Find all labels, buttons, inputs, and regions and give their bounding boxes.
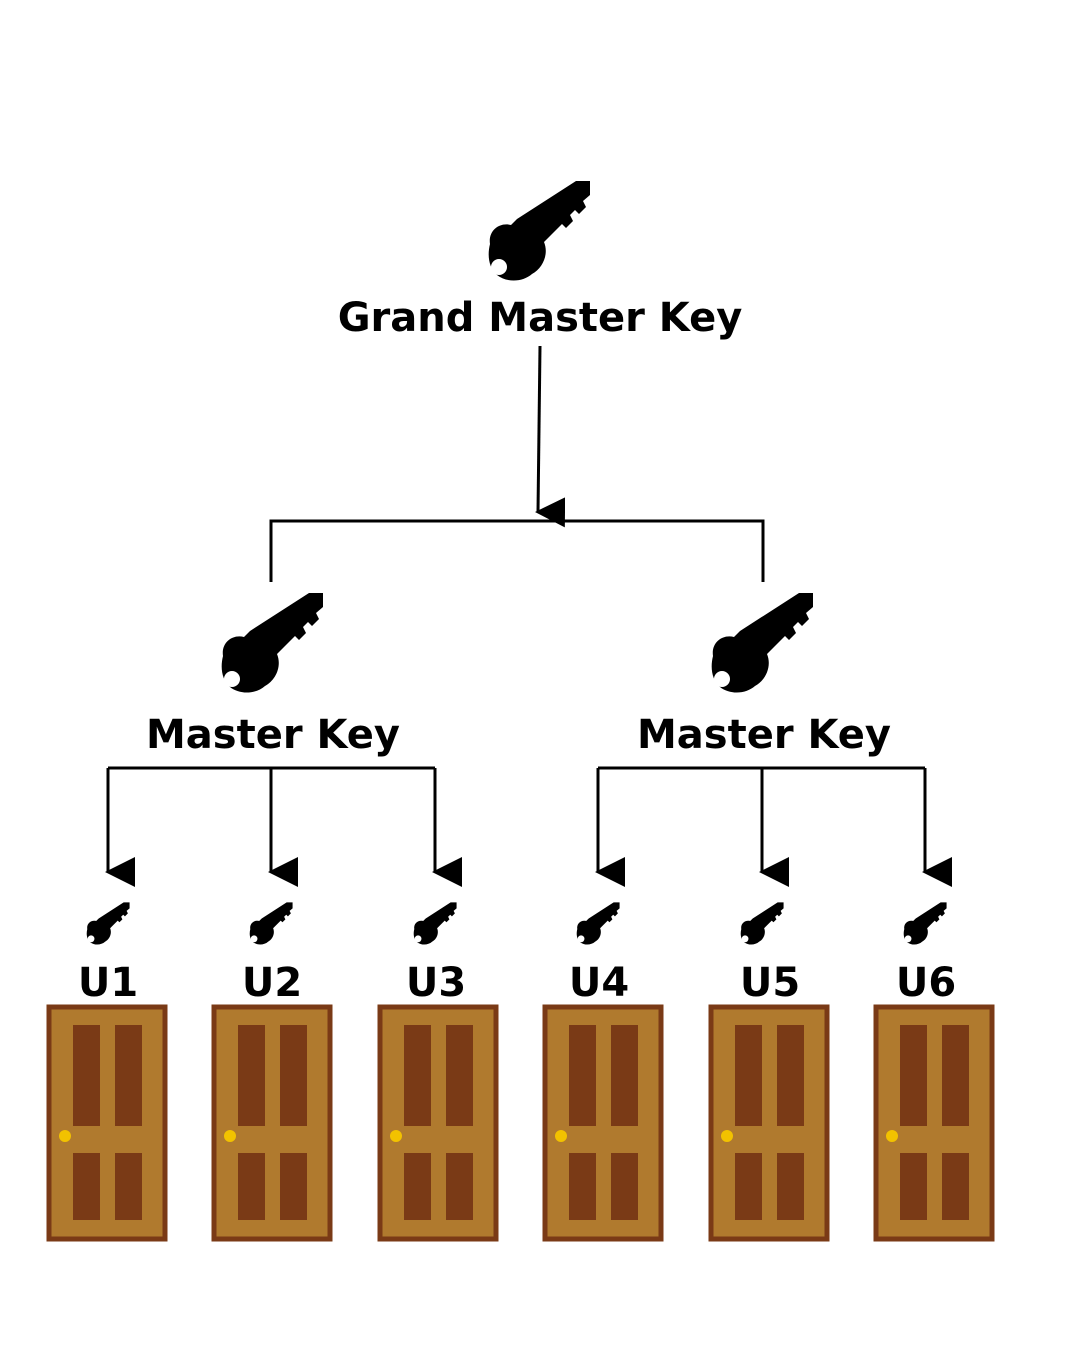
- master-group-2: Master Key: [637, 593, 891, 758]
- master-label-1: Master Key: [146, 712, 400, 758]
- unit-u3: U3: [377, 902, 499, 1242]
- unit-key-icon-u3: [413, 902, 457, 945]
- unit-key-icon-u5: [740, 902, 784, 945]
- master-key-icon-2: [711, 593, 813, 693]
- unit-label-u3: U3: [406, 960, 466, 1006]
- grand-master-key-icon: [488, 181, 590, 281]
- master-key-icon-1: [221, 593, 323, 693]
- unit-label-u1: U1: [78, 960, 138, 1006]
- door-icon-u4: [542, 1004, 664, 1242]
- door-icon-u2: [211, 1004, 333, 1242]
- door-icon-u3: [377, 1004, 499, 1242]
- grand-master-group: Grand Master Key: [338, 181, 743, 341]
- grand-master-connectors: [269, 345, 765, 582]
- grand-master-arrow: [535, 345, 566, 528]
- unit-u2: U2: [211, 902, 333, 1242]
- unit-u1: U1: [46, 902, 168, 1242]
- door-icon-u5: [708, 1004, 830, 1242]
- unit-key-icon-u2: [249, 902, 293, 945]
- unit-label-u6: U6: [896, 960, 956, 1006]
- unit-key-icon-u4: [576, 902, 620, 945]
- unit-key-icon-u6: [903, 902, 947, 945]
- unit-key-icon-u1: [86, 902, 130, 945]
- unit-u5: U5: [708, 902, 830, 1242]
- unit-label-u4: U4: [569, 960, 629, 1006]
- unit-label-u5: U5: [740, 960, 800, 1006]
- master-group-1: Master Key: [146, 593, 400, 758]
- door-icon-u1: [46, 1004, 168, 1242]
- master-label-2: Master Key: [637, 712, 891, 758]
- master-2-connectors: [595, 766, 952, 887]
- door-icon-u6: [873, 1004, 995, 1242]
- master-1-connectors: [105, 766, 462, 887]
- unit-u4: U4: [542, 902, 664, 1242]
- unit-label-u2: U2: [242, 960, 302, 1006]
- grand-master-label: Grand Master Key: [338, 295, 743, 341]
- grand-master-branch-bracket: [269, 519, 765, 582]
- unit-u6: U6: [873, 902, 995, 1242]
